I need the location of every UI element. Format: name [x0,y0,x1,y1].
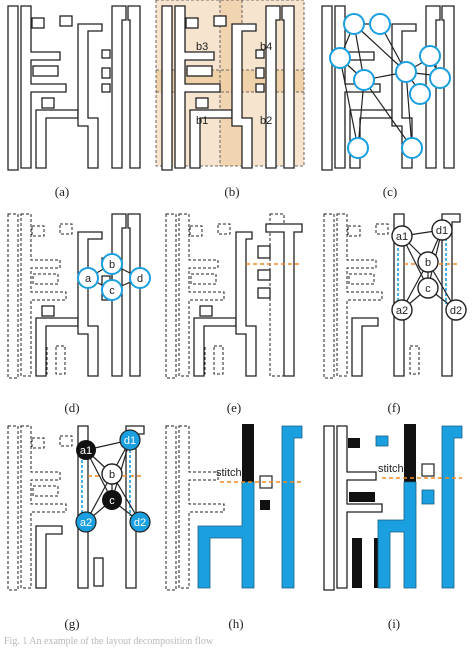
figure-caption: Fig. 1 An example of the layout decompos… [4,636,214,647]
graph-node [395,61,417,83]
mask-black-feature [260,500,270,510]
graph-node [429,67,451,89]
graph-node [369,13,391,35]
node-label-d1: d1 [124,435,136,447]
conflict-graph-nodes [329,13,451,159]
panel-label-c: (c) [383,184,397,199]
graph-node-a2 [75,511,97,533]
graph-node-d2 [445,299,467,321]
region-label-b2: b2 [260,115,272,127]
panel-h: stitch (h) [165,424,303,631]
panel-label-h: (h) [228,616,243,631]
node-label-d1: d1 [436,225,448,237]
graph-node [347,137,369,159]
graph-node-b [417,251,439,273]
panel-i: stitch (i) [323,424,463,631]
layout-features [161,5,295,171]
panel-label-a: (a) [55,184,69,199]
panel-f: a1 d1 b c a2 d2 (f) [323,213,467,415]
graph-node [329,47,351,69]
mask-black-feature [242,424,254,482]
node-label-a1: a1 [396,231,408,243]
layout-features [7,5,141,171]
mask-blue-feature [281,425,303,589]
graph-node-a1 [391,225,413,247]
graph-node-c [101,279,123,301]
graph-node [401,137,423,159]
panel-c: (c) [321,5,455,199]
node-label-b: b [109,469,115,481]
panel-a: (a) [7,5,141,199]
region-label-b1: b1 [196,115,208,127]
panel-d: a b c d (d) [7,213,151,415]
node-label-a1: a1 [80,445,92,457]
panel-label-g: (g) [64,616,79,631]
graph-node-d [129,267,151,289]
graph-node-a2 [391,299,413,321]
region-label-b3: b3 [196,41,208,53]
graph-node [419,45,441,67]
panel-b: b3 b4 b1 b2 (b) [155,0,305,199]
node-label-c: c [109,495,115,507]
node-label-a2: a2 [80,517,92,529]
node-label-c: c [109,285,115,297]
graph-node-b [101,253,123,275]
graph-node-c [102,490,122,510]
graph-node [343,13,365,35]
node-label-d2: d2 [450,305,462,317]
panel-label-f: (f) [388,400,401,415]
graph-node-c [417,277,439,299]
panel-e: (e) [165,213,303,415]
graph-node-a1 [76,440,96,460]
panel-label-i: (i) [388,616,400,631]
graph-node-b [101,463,123,485]
stitch-label-h: stitch [216,467,242,479]
panel-label-e: (e) [227,400,241,415]
panel-label-d: (d) [64,400,79,415]
node-label-d: d [137,273,143,285]
graph-node-d2 [129,511,151,533]
panel-label-b: (b) [224,184,239,199]
region-label-b4: b4 [260,41,272,53]
node-label-b: b [425,257,431,269]
node-label-d2: d2 [134,517,146,529]
node-label-c: c [425,283,431,295]
node-label-a2: a2 [396,305,408,317]
graph-node [409,83,431,105]
graph-node [353,69,375,91]
panel-g: a1 d1 b c a2 d2 (g) [7,425,151,631]
stitch-label-i: stitch [378,463,404,475]
node-label-b: b [109,259,115,271]
mask-blue-feature [197,481,255,589]
graph-node-a [77,267,99,289]
solid-features [35,213,141,377]
node-label-a: a [85,273,92,285]
graph-node-d1 [119,429,141,451]
window-outline [155,0,305,167]
graph-node-d1 [431,219,453,241]
